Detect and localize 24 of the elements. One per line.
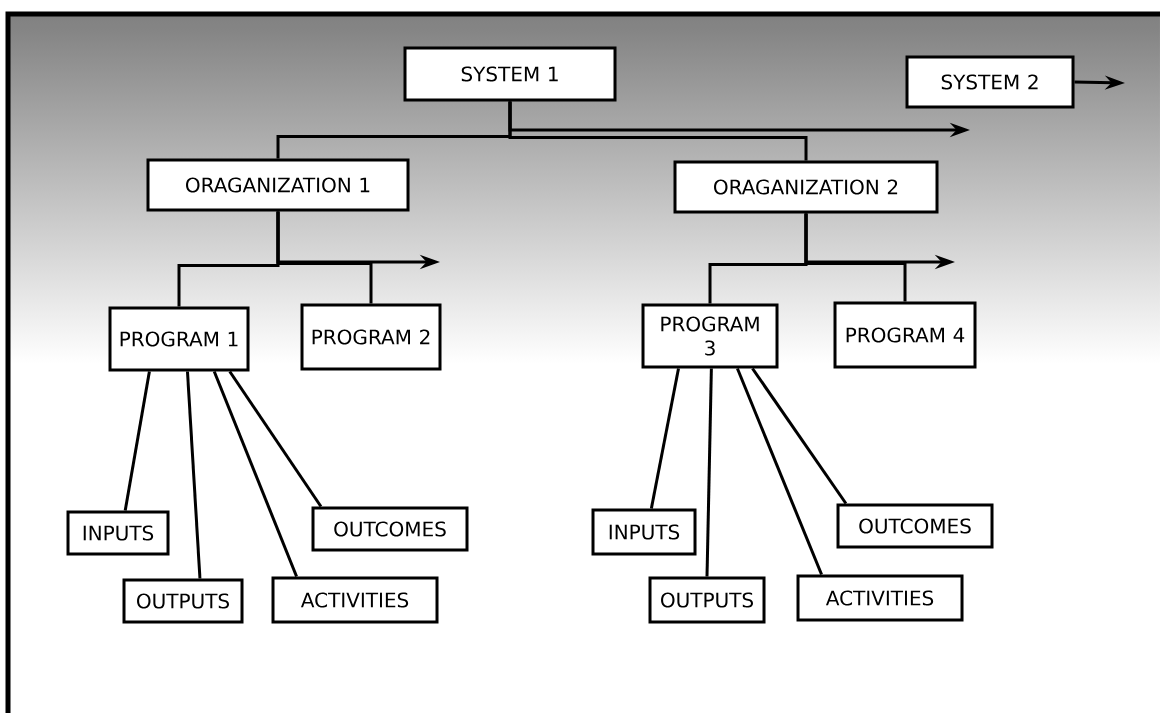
connector	[185, 371, 202, 579]
connector	[123, 371, 151, 511]
label-box: ACTIVITIES	[796, 574, 964, 622]
label-box: PROGRAM 3	[641, 303, 779, 369]
label-box: PROGRAM 1	[108, 306, 250, 372]
label-box: ORAGANIZATION 2	[673, 160, 939, 214]
label-box: INPUTS	[591, 508, 697, 556]
label-box: PROGRAM 2	[300, 303, 442, 371]
connector	[751, 367, 848, 505]
label-box: OUTCOMES	[836, 503, 994, 549]
label-box: INPUTS	[66, 510, 170, 556]
label-box: OUTPUTS	[648, 576, 766, 624]
label-box: ACTIVITIES	[271, 576, 439, 624]
label-box: ORAGANIZATION 1	[146, 158, 410, 212]
connector	[212, 370, 298, 578]
label-box: SYSTEM 1	[403, 46, 617, 102]
connector	[736, 367, 823, 576]
connector	[649, 368, 680, 509]
connector	[228, 370, 323, 508]
label-box: PROGRAM 4	[833, 301, 977, 369]
connector	[705, 368, 713, 577]
label-box: SYSTEM 2	[905, 55, 1075, 109]
label-box: OUTPUTS	[122, 578, 244, 624]
label-box: OUTCOMES	[311, 506, 469, 552]
